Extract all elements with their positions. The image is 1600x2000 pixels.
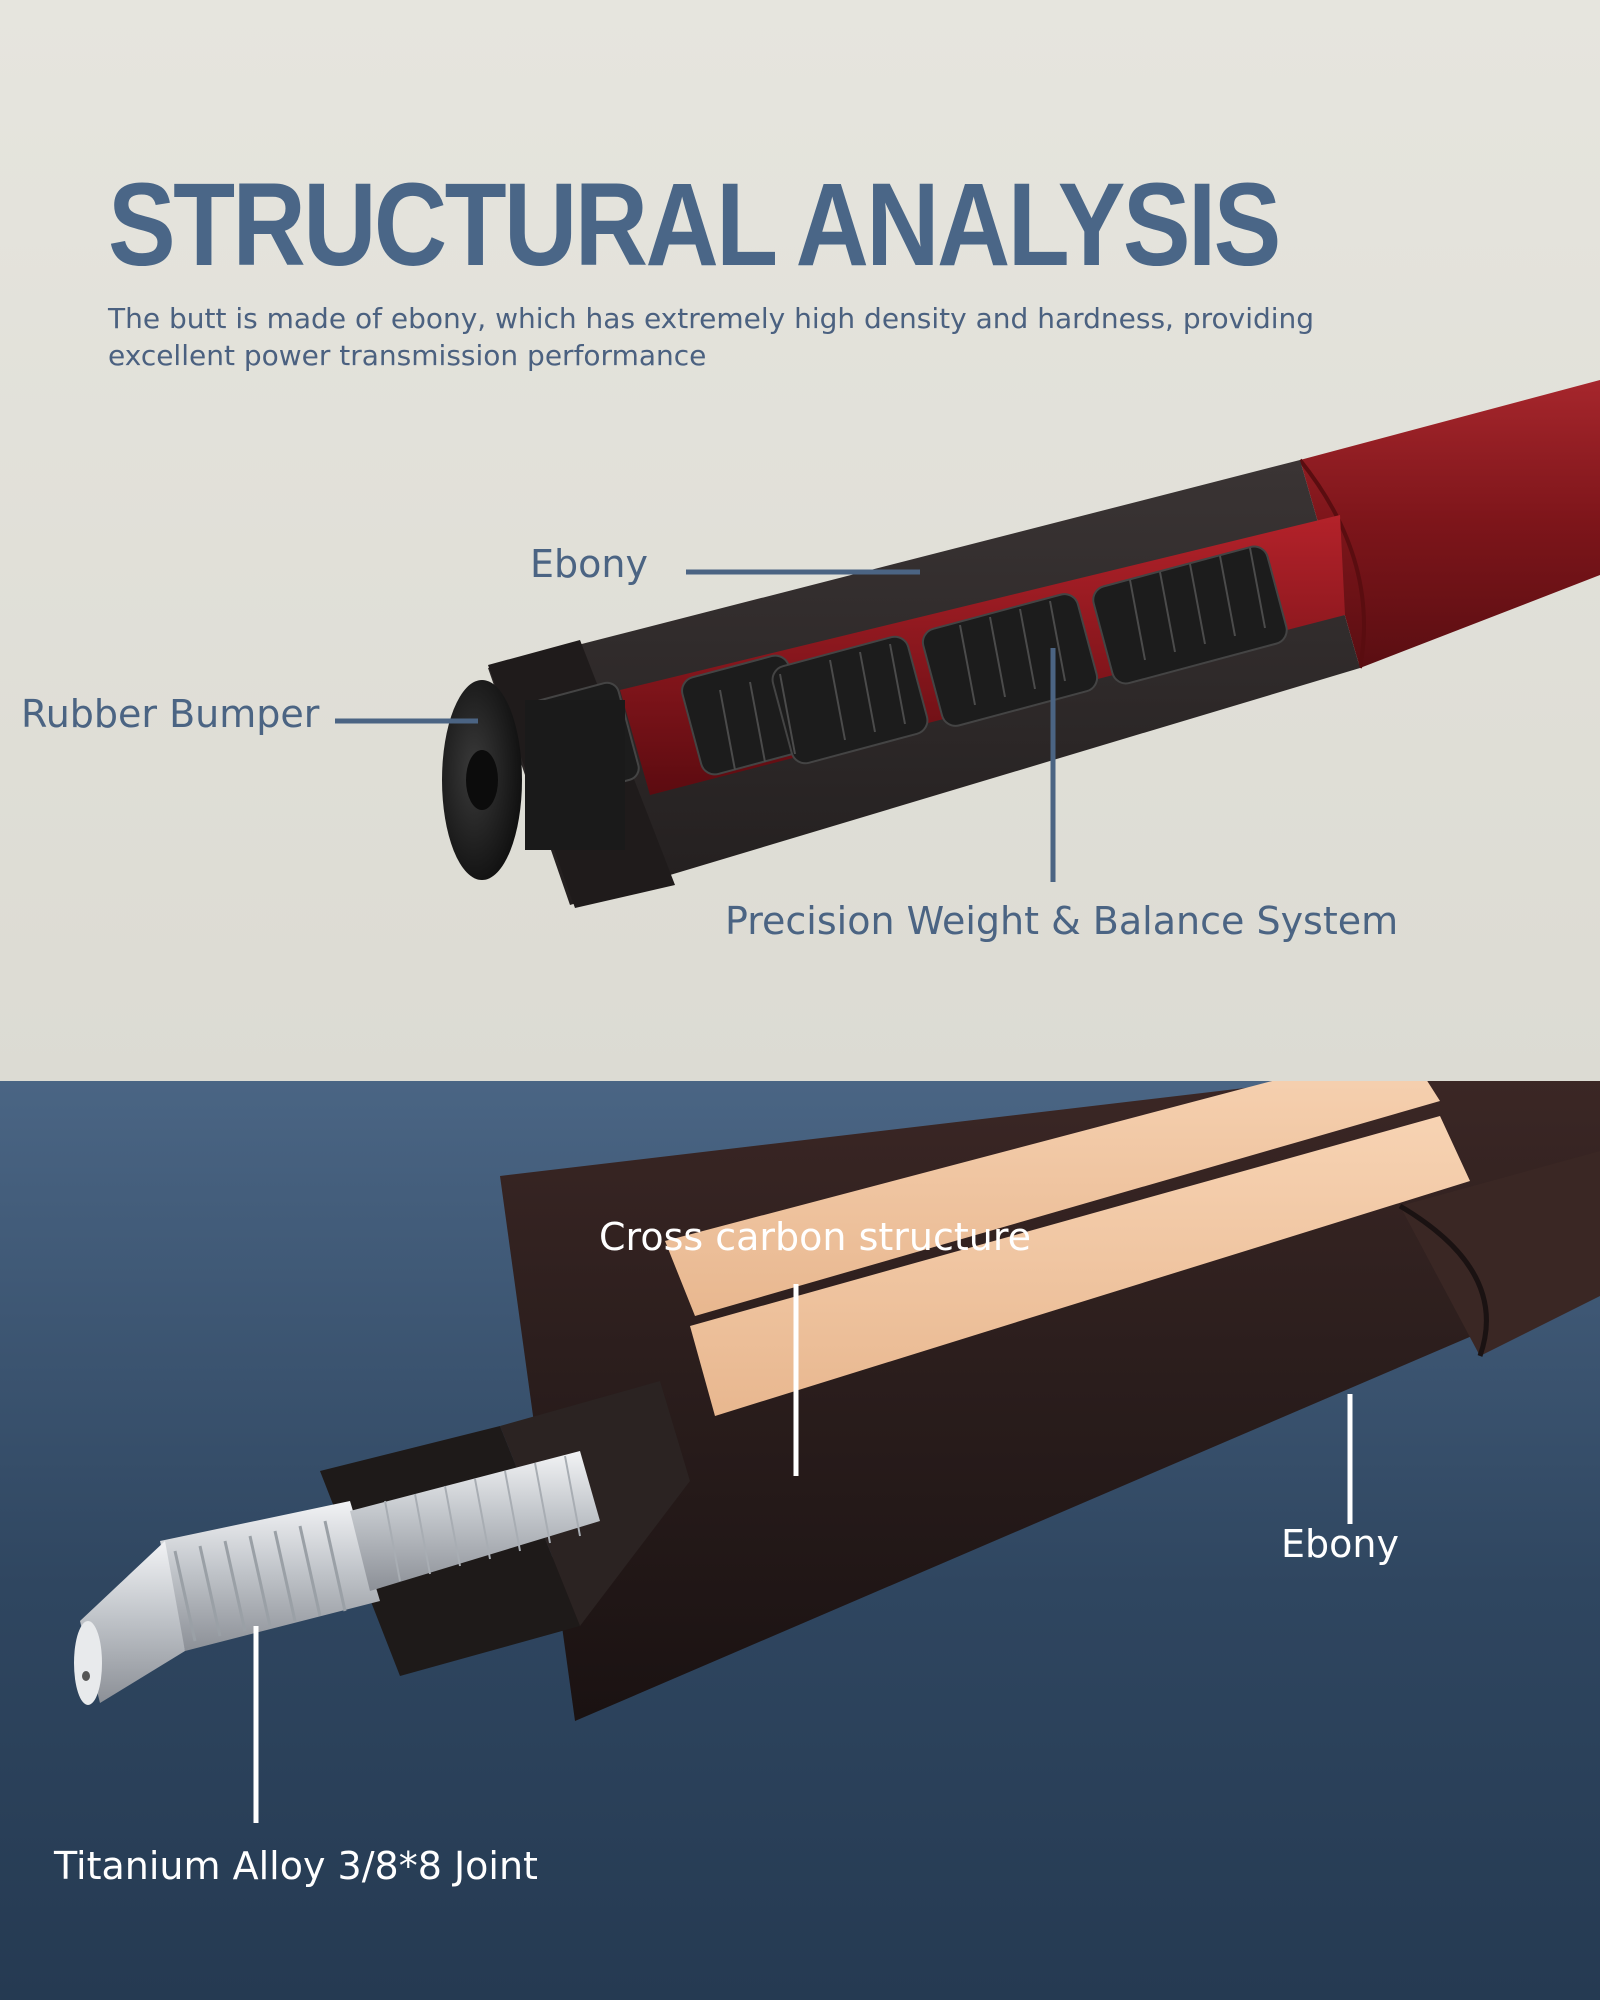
cue-shaft-body [320,1081,1600,1721]
label-ebony-bottom: Ebony [1281,1522,1399,1566]
page-title: STRUCTURAL ANALYSIS [108,159,1281,291]
cue-joint-cutaway-illustration [74,1081,1600,1823]
titanium-joint-pin [74,1451,600,1705]
cue-butt-cutaway-illustration [335,380,1600,908]
label-ebony-top: Ebony [530,542,648,586]
joint-section: Cross carbon structure Ebony Titanium Al… [0,1081,1600,2000]
label-titanium-joint: Titanium Alloy 3/8*8 Joint [54,1844,538,1888]
red-wood-sleeve [1300,380,1600,668]
weight-screws [530,545,1288,799]
label-weight-system: Precision Weight & Balance System [725,899,1399,943]
carbon-strip-upper [665,1081,1440,1316]
page-subtitle: The butt is made of ebony, which has ext… [108,302,1315,372]
carbon-strip-lower [690,1116,1470,1416]
rubber-bumper-part [442,680,625,880]
label-rubber-bumper: Rubber Bumper [21,692,320,736]
butt-section: STRUCTURAL ANALYSIS The butt is made of … [0,0,1600,1081]
label-cross-carbon: Cross carbon structure [599,1215,1032,1259]
